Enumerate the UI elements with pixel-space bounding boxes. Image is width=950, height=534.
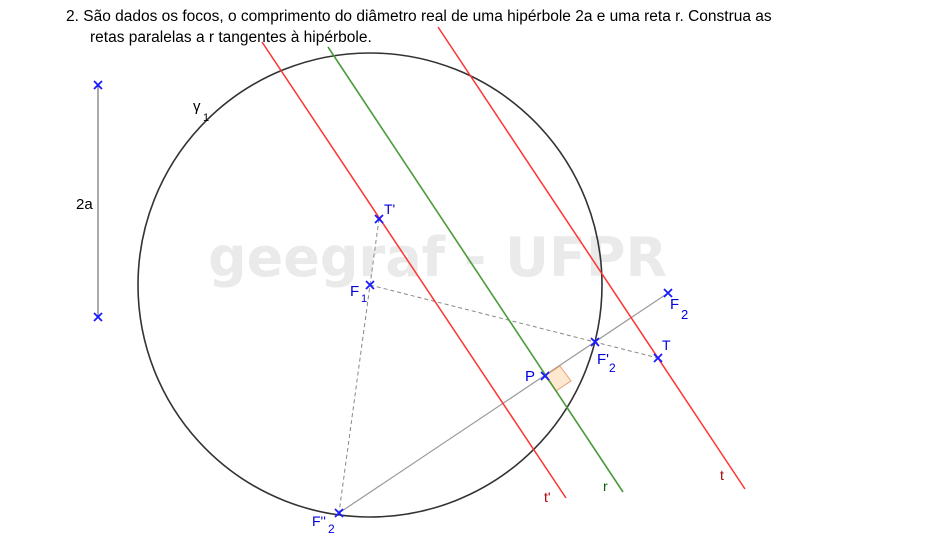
point-f2-dprime-icon (334, 508, 344, 518)
given-line-r (327, 46, 624, 493)
label-f2-dprime-sub: 2 (328, 522, 335, 534)
label-line-t: t (720, 467, 724, 483)
watermark: geegraf - UFPR (208, 226, 667, 289)
tangent-line-t-prime (261, 41, 567, 499)
label-f2: F 2 (670, 296, 688, 322)
dashed-f1-t (369, 284, 659, 359)
circle-gamma-1 (137, 52, 603, 518)
label-p: P (525, 368, 535, 385)
label-2a: 2a (76, 196, 93, 213)
problem-line-1: 2. São dados os focos, o comprimento do … (66, 8, 772, 25)
label-f2-dprime: F'' 2 (312, 513, 335, 534)
point-markers (93, 80, 673, 518)
dashed-tprime-f2dprime (338, 218, 380, 514)
point-t-prime-icon (374, 214, 384, 224)
point-2a-bottom-icon (93, 312, 103, 322)
label-gamma-1: γ 1 (193, 98, 209, 124)
label-f2-prime-main: F' (597, 351, 609, 368)
point-f1-icon (365, 280, 375, 290)
label-f1: F 1 (350, 283, 367, 305)
label-f2-sub: 2 (681, 307, 688, 322)
label-f1-sub: 1 (361, 293, 367, 305)
point-f2-icon (663, 288, 673, 298)
point-t-icon (653, 353, 663, 363)
label-t-prime: T' (384, 201, 395, 217)
label-t-point: T (662, 337, 671, 353)
point-2a-top-icon (93, 80, 103, 90)
point-f2-prime-icon (590, 337, 600, 347)
label-gamma: γ (193, 98, 201, 115)
label-line-t-prime: t' (544, 489, 551, 505)
label-f2-prime-sub: 2 (609, 361, 616, 375)
label-f1-main: F (350, 283, 359, 300)
label-f2-main: F (670, 296, 679, 313)
label-f2-dprime-main: F'' (312, 513, 326, 529)
tangent-line-t (437, 26, 746, 490)
point-p-icon (540, 371, 550, 381)
right-angle-marker (544, 365, 572, 392)
label-gamma-sub: 1 (203, 112, 209, 124)
label-line-r: r (603, 478, 608, 494)
problem-statement: 2. São dados os focos, o comprimento do … (66, 6, 926, 48)
problem-line-2: retas paralelas a r tangentes à hipérbol… (90, 29, 372, 46)
label-f2-prime: F' 2 (597, 351, 616, 375)
